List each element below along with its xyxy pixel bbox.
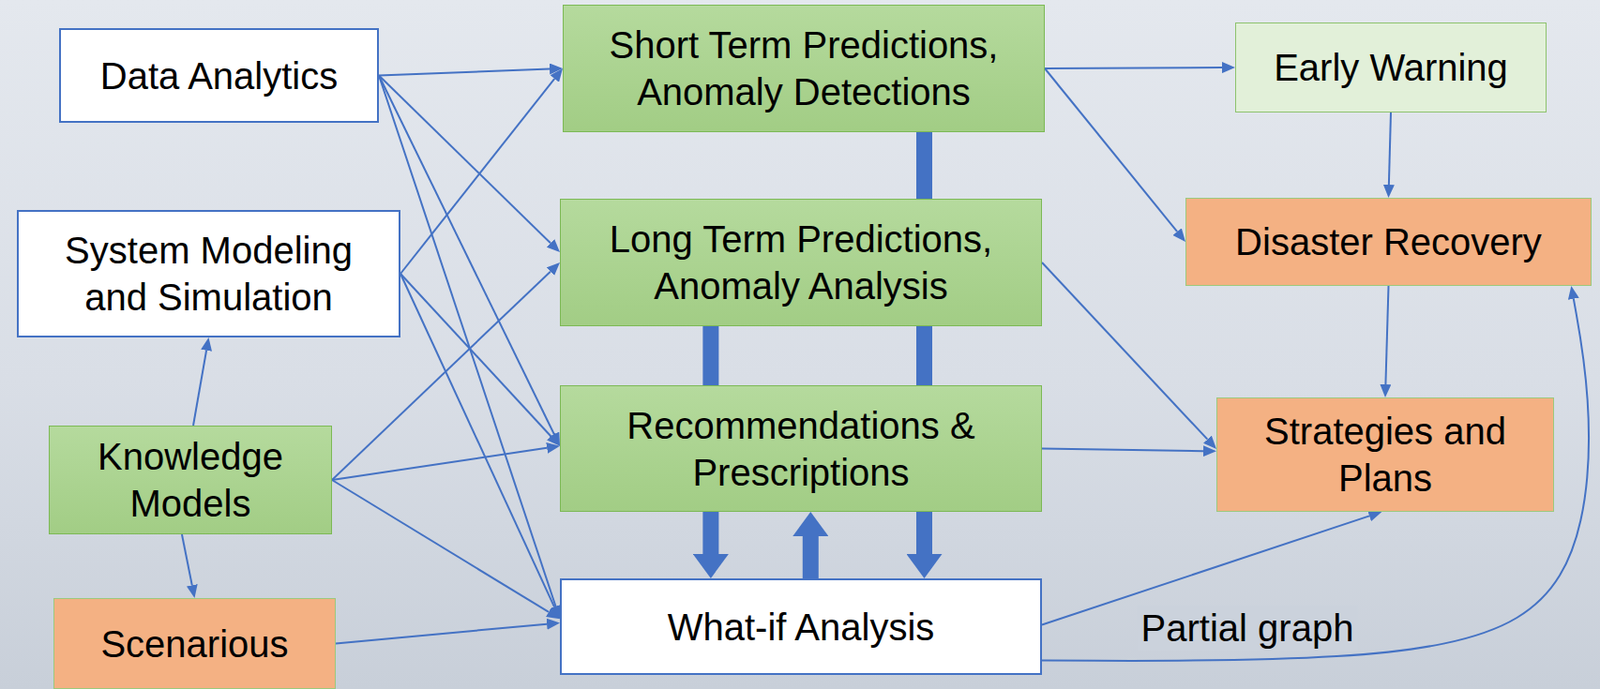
connector-arrow: [332, 480, 549, 613]
process-box: System Modeling and Simulation: [16, 210, 401, 338]
process-box: Strategies and Plans: [1216, 397, 1555, 513]
process-box: Disaster Recovery: [1185, 197, 1592, 287]
node-label: Data Analytics: [100, 52, 338, 100]
node-label: Scenarious: [100, 620, 288, 668]
block-arrow: [802, 536, 819, 579]
process-box: Long Term Predictions, Anomaly Analysis: [559, 198, 1042, 327]
connector-arrow: [378, 75, 557, 607]
connector-arrow: [335, 624, 547, 645]
connector-arrow: [1041, 449, 1204, 453]
node-label: What-if Analysis: [667, 603, 936, 651]
node-label: Knowledge Models: [66, 433, 315, 528]
connector-arrow: [400, 273, 551, 438]
connector-arrow: [181, 534, 193, 586]
node-label: System Modeling and Simulation: [35, 226, 382, 321]
process-box: Knowledge Models: [48, 425, 333, 535]
connector-arrow: [400, 78, 555, 274]
connector-arrow: [1041, 299, 1589, 662]
process-box: What-if Analysis: [559, 578, 1042, 676]
connector-arrow: [378, 75, 555, 436]
node-label: Early Warning: [1273, 44, 1509, 91]
connector-arrow: [1388, 112, 1391, 185]
node-label: Disaster Recovery: [1235, 218, 1542, 266]
connector-arrow: [1044, 68, 1178, 232]
node-label: Recommendations & Prescriptions: [577, 402, 1025, 497]
connector-arrow: [378, 69, 550, 76]
connector-arrow: [1041, 262, 1208, 440]
process-box: Early Warning: [1235, 22, 1547, 113]
connector-arrow: [1044, 66, 1223, 70]
process-box: Scenarious: [53, 598, 336, 689]
connector-arrow: [378, 75, 551, 244]
edge-label: Partial graph: [1137, 605, 1359, 651]
node-label: Long Term Predictions, Anomaly Analysis: [577, 215, 1025, 310]
connector-arrow: [193, 350, 207, 426]
connector-arrow: [332, 448, 547, 481]
node-label: Strategies and Plans: [1234, 407, 1537, 502]
process-box: Recommendations & Prescriptions: [559, 385, 1042, 513]
connector-arrow: [1385, 286, 1389, 385]
node-label: Short Term Predictions, Anomaly Detectio…: [580, 21, 1027, 116]
connector-arrow: [400, 273, 555, 608]
process-box: Data Analytics: [59, 28, 379, 123]
process-box: Short Term Predictions, Anomaly Detectio…: [562, 4, 1045, 133]
